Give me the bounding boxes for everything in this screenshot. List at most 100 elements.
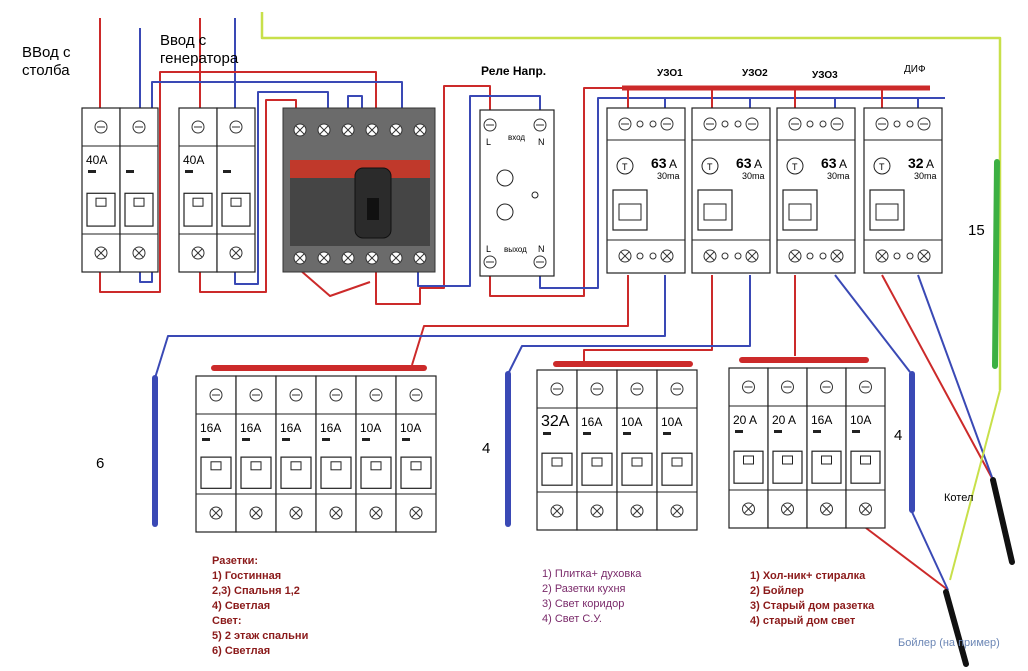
screw-slot — [343, 125, 353, 135]
screw-slot — [822, 504, 831, 514]
breaker-indicator — [543, 432, 551, 435]
group1-breaker-1: 16A — [195, 375, 237, 533]
relay-l-bottom: L — [486, 244, 491, 254]
screw-slot — [415, 125, 425, 135]
screw-slot — [415, 253, 425, 263]
breaker-toggle-handle — [330, 461, 342, 471]
legend-line: 1) Хол-ник+ стиралка — [750, 570, 866, 582]
screw-slot — [744, 504, 753, 514]
group3-breaker-3: 16A — [806, 367, 847, 529]
breaker-toggle-handle — [782, 455, 793, 465]
rcd-toggle-handle — [618, 203, 642, 221]
rcd-test-t: T — [622, 162, 628, 172]
breaker-toggle — [581, 452, 613, 486]
screw-slot — [592, 506, 602, 516]
rcd-leak: 30ma — [914, 171, 937, 181]
breaker-toggle-handle — [230, 197, 242, 207]
rcd-dot — [806, 252, 814, 260]
switch-jumper — [347, 95, 363, 110]
breaker-rating: 16A — [280, 421, 301, 435]
breaker-indicator — [322, 438, 330, 441]
rcd-dot — [636, 252, 644, 260]
breaker-rating: 16A — [200, 421, 221, 435]
screw-slot — [672, 506, 682, 516]
relay-title: Реле Напр. — [481, 64, 547, 78]
rcd-dot — [636, 120, 644, 128]
breaker-body — [235, 375, 277, 533]
rcd-test-t: T — [707, 162, 713, 172]
breaker-body — [119, 107, 159, 273]
screw-slot — [783, 504, 792, 514]
breaker-toggle-handle — [551, 457, 563, 467]
breaker-toggle-handle — [95, 197, 107, 207]
legend-line: 1) Гостинная — [212, 570, 282, 582]
breaker-indicator — [88, 170, 96, 173]
breaker-indicator — [735, 430, 743, 433]
group2-breaker-4: 10A — [656, 369, 698, 531]
group1-breaker-3: 16A — [275, 375, 317, 533]
legend-line: 4) Свет С.У. — [542, 613, 602, 625]
rcd-unit: A — [926, 157, 934, 171]
breaker-indicator — [583, 432, 591, 435]
breaker-indicator — [813, 430, 821, 433]
rcd-dot — [906, 120, 914, 128]
rcd3-out-neutral — [834, 274, 911, 373]
breaker-indicator — [202, 438, 210, 441]
overlay-layer — [152, 159, 1015, 667]
rcd-test-button — [786, 157, 804, 175]
screw-slot — [251, 508, 261, 518]
breaker-toggle-handle — [290, 461, 302, 471]
boiler-example-label: Бойлер (на пример) — [898, 637, 1000, 649]
breaker-indicator — [362, 438, 370, 441]
pole-phase-to-switch — [99, 71, 377, 293]
gen-phase-to-switch — [199, 99, 297, 293]
group1-breaker-4: 16A — [315, 375, 357, 533]
rcd-dot — [906, 252, 914, 260]
breaker-body — [216, 107, 256, 273]
rcd-rating: 63 — [821, 155, 837, 171]
switch-bottom-loop — [299, 269, 371, 297]
breaker-rating: 10A — [621, 415, 642, 429]
changeover-switch — [282, 107, 436, 273]
legend-line: 3) Свет коридор — [542, 598, 625, 610]
breaker-body — [576, 369, 618, 531]
breaker-body — [728, 367, 769, 529]
relay-dial-top — [496, 169, 514, 187]
rcd-unit: A — [754, 157, 762, 171]
screw-slot — [632, 506, 642, 516]
screw-slot — [193, 248, 203, 258]
screw-slot — [662, 251, 672, 261]
rcd-dot — [721, 252, 729, 260]
breaker-indicator — [185, 170, 193, 173]
breaker-indicator — [774, 430, 782, 433]
rcd-rating: 63 — [651, 155, 667, 171]
breaker-body — [536, 369, 578, 531]
switch-to-relay-phase — [375, 85, 491, 305]
screw-slot — [391, 253, 401, 263]
main-breaker-pole-b — [119, 107, 159, 273]
breaker-body — [656, 369, 698, 531]
screw-slot — [291, 508, 301, 518]
breaker-toggle-handle — [133, 197, 145, 207]
rcd-leak: 30ma — [657, 171, 680, 181]
breaker-rating: 10A — [400, 421, 421, 435]
group1-breaker-2: 16A — [235, 375, 277, 533]
group3-breaker-2: 20 A — [767, 367, 808, 529]
breaker-rating: 16A — [811, 413, 832, 427]
dif-label: ДИФ — [904, 64, 926, 75]
breaker-toggle — [541, 452, 573, 486]
rcd1-out-neutral — [154, 275, 666, 379]
screw-slot — [832, 251, 842, 261]
screw-slot — [211, 508, 221, 518]
earth-bus — [992, 159, 1000, 369]
rcd1-out-phase — [411, 275, 629, 366]
group2-breaker-3: 10A — [616, 369, 658, 531]
breaker-indicator — [126, 170, 134, 173]
breaker-rating: 16A — [581, 415, 602, 429]
breaker-body — [767, 367, 808, 529]
